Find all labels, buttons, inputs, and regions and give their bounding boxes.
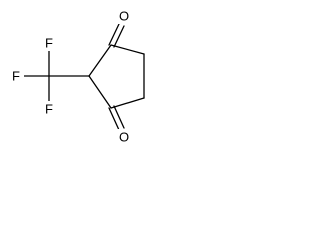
bond-c4-c5 (110, 97, 145, 109)
carbonyl-bonds (108, 23, 125, 131)
label-bg-o-top (116, 8, 132, 24)
label-bg-f-bottom (41, 101, 57, 117)
bond-c2-o-top-b (113, 25, 125, 48)
bond-c5-o-bottom-a (108, 107, 120, 131)
molecule-diagram: F F F O O (8, 8, 145, 145)
atom-labels: F F F O O (8, 8, 132, 145)
atom-f-bottom: F (45, 102, 53, 117)
ring-bonds (88, 44, 145, 109)
trifluoromethyl-bonds (22, 48, 90, 104)
bond-c5-o-bottom-b (113, 105, 125, 129)
label-bg-f-left (8, 68, 24, 84)
atom-f-left: F (12, 69, 20, 84)
label-bg-f-top (41, 35, 57, 51)
atom-f-top: F (45, 36, 53, 51)
bond-c2-o-top-a (108, 23, 120, 46)
bond-c5-c1 (88, 75, 112, 109)
bond-c2-c3 (110, 44, 145, 55)
atom-o-top: O (119, 9, 129, 24)
bond-c1-c2 (88, 44, 112, 77)
atom-o-bottom: O (119, 130, 129, 145)
structure-canvas: F F F O O (0, 0, 152, 157)
label-bg-o-bottom (116, 129, 132, 145)
